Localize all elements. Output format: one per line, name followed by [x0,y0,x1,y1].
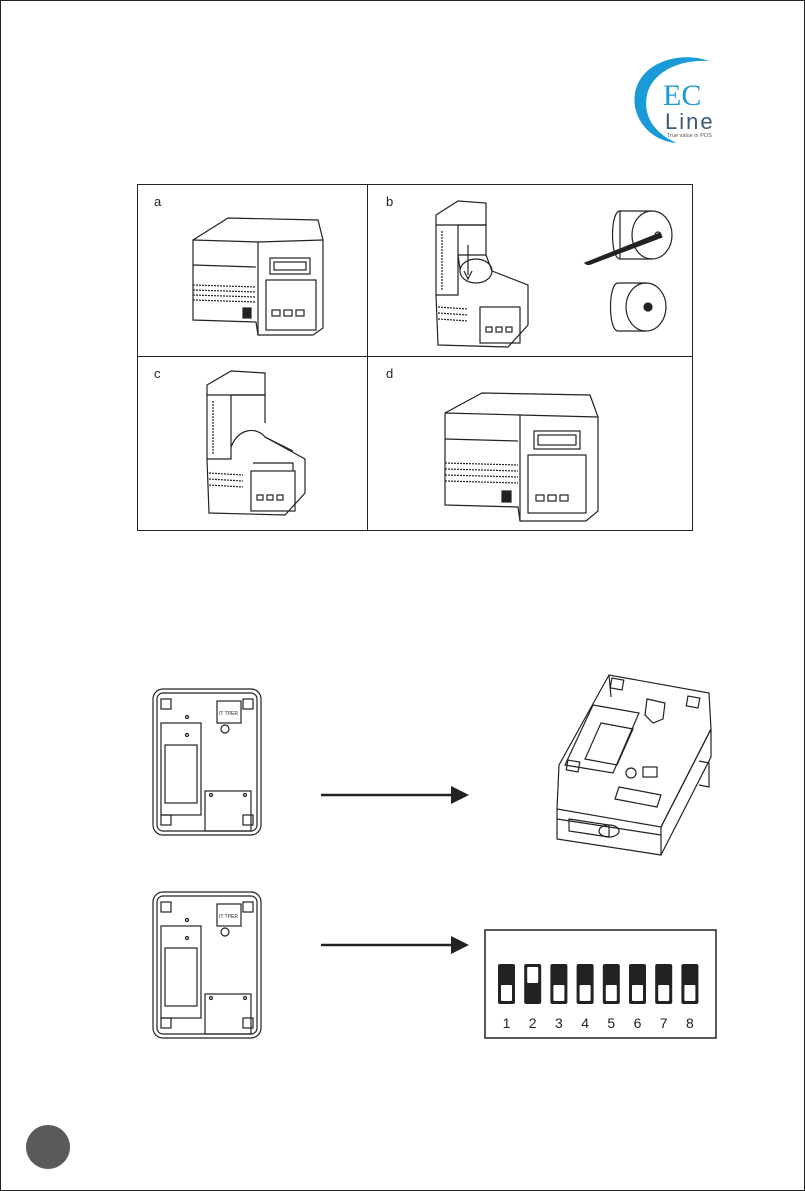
dip-number-2: 2 [529,1015,537,1031]
panel-d-label: d [386,366,393,381]
arrow-right-icon [319,783,471,807]
dip-switch-illustration: 1 2 3 4 5 6 7 8 [484,929,718,1041]
paper-roll-with-spindle-illustration [580,205,680,265]
printer-bottom-view-illustration: IT TPER [147,683,267,841]
dip-number-6: 6 [634,1015,642,1031]
dip-switch-3 [550,964,567,1004]
dip-switch-4 [577,964,594,1004]
logo-text-top: EC [663,79,701,112]
dip-switch-5 [603,964,620,1004]
dip-switch-7 [655,964,672,1004]
printer-open-paper-loaded-illustration [193,367,313,527]
bottom-label-1: IT TPER [219,711,238,717]
arrow-right-icon [319,933,471,957]
paper-roll-mounted-illustration [600,275,672,337]
ec-line-logo: EC Line True value in POS [631,53,723,145]
dip-switch-2 [524,964,541,1004]
dip-number-7: 7 [660,1015,668,1031]
paper-loading-steps: a [137,184,693,531]
printer-closed-illustration [188,210,328,340]
dip-number-3: 3 [555,1015,563,1031]
panel-b: b [368,185,692,356]
printer-bottom-view-dip-illustration: IT TPER [147,886,267,1044]
logo-swoosh-icon: EC Line True value in POS [631,53,723,145]
dip-switch-1 [498,964,515,1004]
printer-closed-ready-illustration [440,387,610,527]
bottom-label-2: IT TPER [219,914,238,920]
panel-c-label: c [154,366,161,381]
logo-text-bottom: Line [665,109,715,134]
dip-number-1: 1 [503,1015,511,1031]
panel-a-label: a [154,194,161,209]
panel-d: d [368,357,692,530]
logo-tagline: True value in POS [667,133,712,139]
dip-numbers: 1 2 3 4 5 6 7 8 [503,1015,694,1031]
dip-number-4: 4 [581,1015,589,1031]
dip-number-5: 5 [607,1015,615,1031]
dip-number-8: 8 [686,1015,694,1031]
page-marker [26,1125,70,1169]
dip-switch-8 [681,964,698,1004]
panel-b-label: b [386,194,393,209]
dip-switches [498,964,698,1004]
panel-c: c [138,357,367,530]
panel-a: a [138,185,367,356]
printer-underside-3d-illustration [549,669,719,859]
dip-switch-6 [629,964,646,1004]
printer-open-insert-roll-illustration [428,195,538,355]
